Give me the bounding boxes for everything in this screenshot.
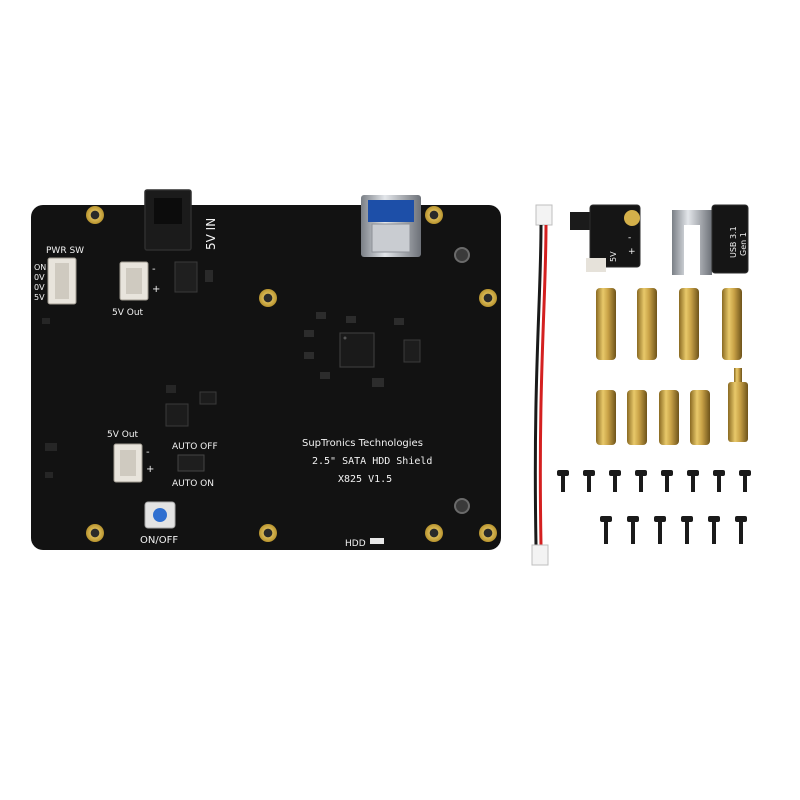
pwr-0v-label-2: 0V (34, 283, 45, 292)
5v-out-connector-bottom (113, 443, 143, 483)
hdd-led (370, 538, 384, 544)
power-in-label: 5V IN (204, 218, 218, 250)
pwr-0v-label-1: 0V (34, 273, 45, 282)
plus-label-top: + (152, 284, 160, 295)
switch-plus-label: + (628, 247, 636, 257)
plus-label-bottom: + (146, 464, 154, 475)
smd-part-1 (166, 385, 176, 393)
usb-bridge-label-2: Gen 1 (739, 232, 748, 256)
auto-jumper (177, 454, 205, 472)
brass-standoffs-short (596, 368, 748, 445)
auto-on-label: AUTO ON (172, 479, 214, 489)
auto-off-label: AUTO OFF (172, 442, 218, 452)
dc-barrel-jack (144, 189, 192, 251)
5v-out-label-top: 5V Out (112, 308, 144, 318)
on-off-label: ON/OFF (140, 535, 178, 546)
5v-out-label-bottom: 5V Out (107, 430, 139, 440)
minus-label-bottom: - (146, 447, 150, 458)
smd-part-2 (45, 443, 57, 451)
pwr-sw-label: PWR SW (46, 246, 84, 256)
5v-out-connector-top (119, 261, 149, 301)
smd-ic-1 (165, 403, 189, 427)
usb-bridge-adapter: USB 3.1 Gen 1 (672, 204, 749, 275)
smd-ic-2 (199, 391, 217, 405)
smd-part-4 (42, 318, 50, 324)
board-model: X825 V1.5 (338, 474, 392, 485)
power-cable (531, 204, 553, 566)
usb-a-port (361, 195, 421, 257)
smd-component (205, 270, 213, 282)
minus-label-top: - (152, 264, 156, 275)
hdd-label: HDD (345, 539, 366, 549)
usb-bridge-label-1: USB 3.1 (729, 226, 738, 258)
on-off-button (144, 501, 176, 529)
board-product: 2.5" SATA HDD Shield (312, 456, 432, 467)
switch-5v-label: 5V (609, 251, 618, 262)
mounting-holes (86, 206, 497, 542)
screw-row-2 (600, 516, 747, 544)
screws (557, 470, 751, 544)
screw-row-1 (557, 470, 751, 492)
smd-part-3 (45, 472, 53, 478)
hdd-shield-board: 5V IN PWR SW ON 0V 0V 5V 5V Out - + (31, 189, 501, 550)
switch-minus-label: - (628, 233, 631, 243)
brass-standoffs-long (596, 288, 742, 360)
pwr-5v-label: 5V (34, 293, 45, 302)
inductor-chip (174, 261, 198, 293)
power-switch-adapter: 5V - + (570, 204, 641, 272)
board-brand: SupTronics Technologies (302, 438, 423, 449)
sata-bridge-controller (304, 312, 421, 387)
pwr-on-label: ON (34, 263, 46, 272)
pwr-sw-connector (47, 257, 77, 305)
